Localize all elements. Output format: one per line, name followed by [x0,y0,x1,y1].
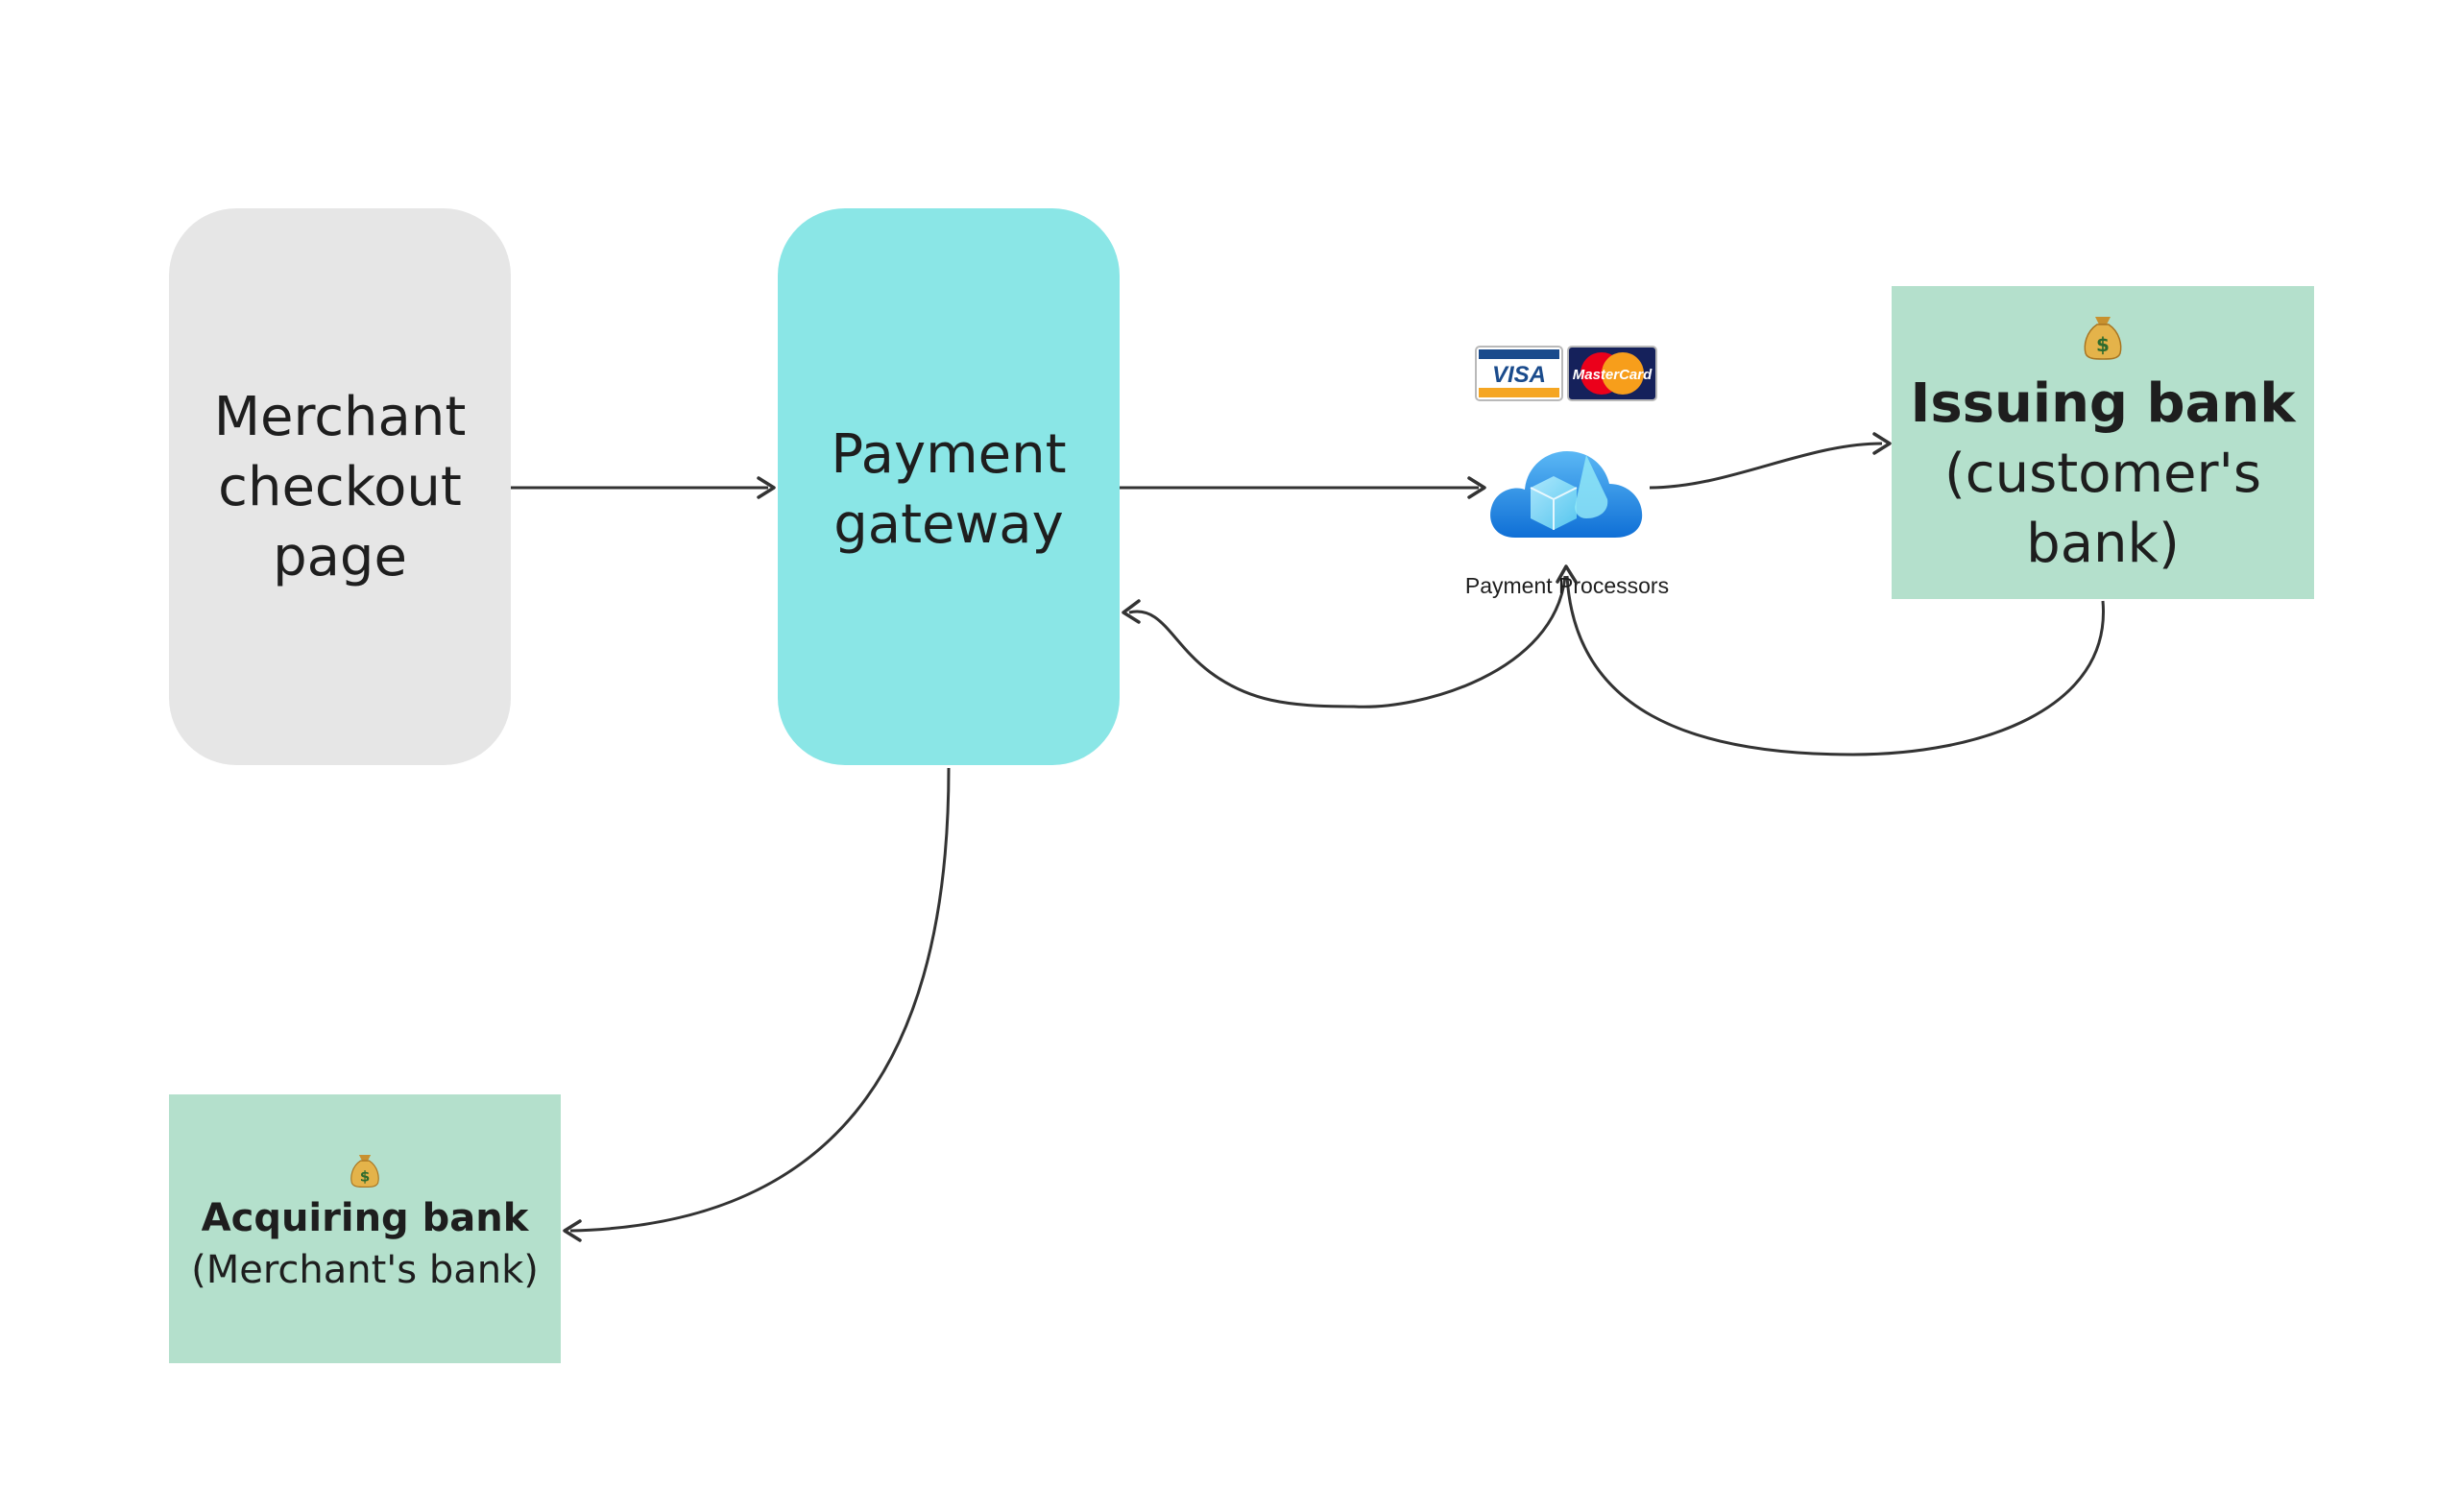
cloud-icon [1490,451,1643,538]
edge-issuing-to-processors [1565,575,2105,756]
edge-gateway-to-acquiring [569,767,951,1233]
svg-text:$: $ [360,1167,371,1185]
arrowhead-issuing [1872,432,1892,455]
mastercard-card-icon: MasterCard [1567,346,1657,401]
payment-gateway-node: Payment gateway [778,208,1120,765]
svg-text:$: $ [2096,333,2110,356]
visa-card-icon: VISA [1475,346,1563,401]
arrowhead-acquiring [563,1219,582,1242]
arrowhead-gateway-from-processors [1122,599,1141,624]
acquiring-bank-node: $ Acquiring bank (Merchant's bank) [169,1094,561,1363]
gateway-label-line-1: Payment [831,423,1067,486]
issuing-bank-title: Issuing bank [1910,372,2296,435]
merchant-label-line-2: checkout [218,455,462,518]
money-bag-icon: $ [2084,317,2122,360]
issuing-bank-node: $ Issuing bank (customer's bank) [1892,286,2314,599]
edge-processors-to-issuing [1649,442,1883,490]
visa-card-text: VISA [1492,362,1546,388]
issuing-bank-line-2: (customer's [1943,443,2262,505]
arrowhead-processors [1467,476,1486,499]
acquiring-bank-title: Acquiring bank [201,1196,529,1240]
payment-processors-label: Payment Processors [1464,573,1670,598]
edge-processors-to-gateway [1128,575,1567,708]
merchant-label-line-1: Merchant [213,385,467,448]
merchant-checkout-node: Merchant checkout page [169,208,511,765]
acquiring-bank-subtitle: (Merchant's bank) [191,1248,539,1292]
issuing-bank-line-3: bank) [2026,513,2180,575]
merchant-label-line-3: page [273,525,407,588]
arrowhead-gateway [757,476,776,499]
arrowhead-processors-from-issuing [1556,564,1578,584]
gateway-label-line-2: gateway [833,493,1064,556]
mastercard-card-text: MasterCard [1573,367,1653,383]
money-bag-icon: $ [350,1155,379,1188]
